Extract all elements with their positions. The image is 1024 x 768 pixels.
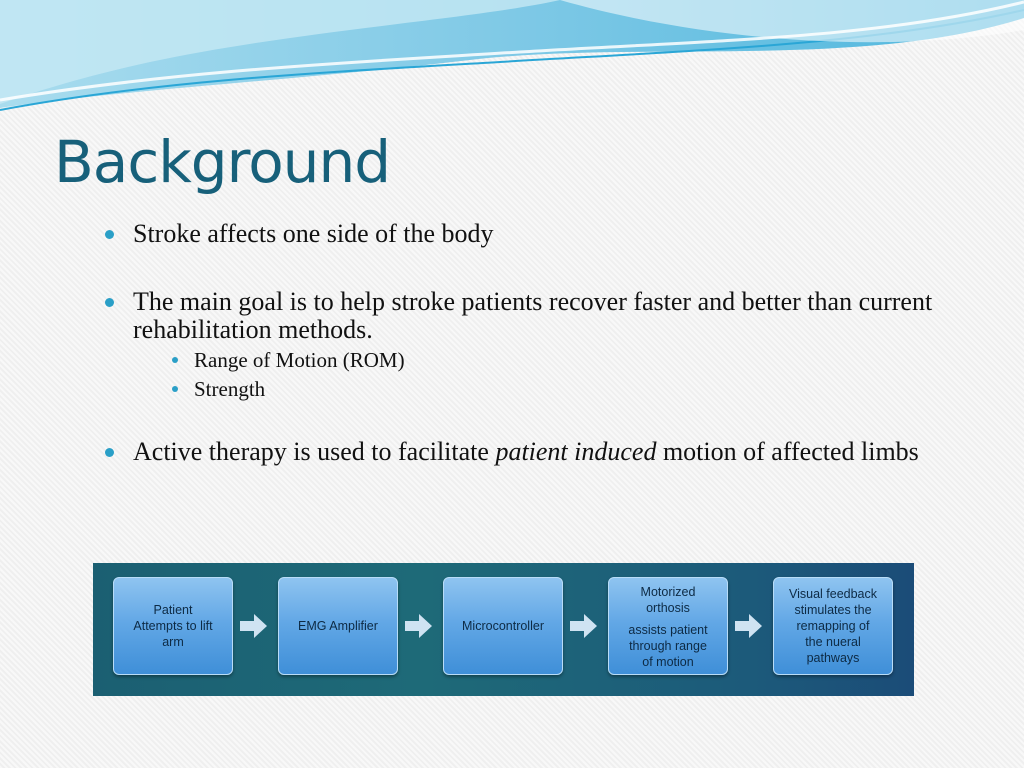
arrow-right-icon [240, 614, 267, 638]
header-wave-decoration [0, 0, 1024, 111]
bullet-text-plain: Active therapy is used to facilitate [133, 437, 496, 466]
flow-step-line: of motion [642, 655, 694, 669]
sub-bullet-dot-icon [172, 386, 178, 392]
flow-step-microcontroller: Microcontroller [443, 577, 563, 675]
sub-bullet-text: Range of Motion (ROM) [194, 348, 405, 372]
flow-step-motorized-orthosis: Motorized orthosis assists patient throu… [608, 577, 728, 675]
flow-step-line: remapping of [796, 619, 870, 633]
flow-step-line: Motorized [640, 585, 696, 599]
arrow-right-icon [570, 614, 597, 638]
flow-step-visual-feedback: Visual feedback stimulates the remapping… [773, 577, 893, 675]
flow-step-line: stimulates the [794, 603, 872, 617]
flow-step-line: Patient [153, 603, 193, 617]
flow-step-line: the nueral [805, 635, 861, 649]
bullet-text: Stroke affects one side of the body [133, 219, 494, 248]
bullet-dot-icon [105, 230, 114, 239]
sub-bullet-dot-icon [172, 357, 178, 363]
arrow-right-icon [735, 614, 762, 638]
bullet-text-italic: patient induced [495, 437, 657, 466]
flow-step-line: pathways [806, 651, 860, 665]
arrow-right-icon [405, 614, 432, 638]
bullet-dot-icon [105, 448, 114, 457]
bullet-text: Active therapy is used to facilitate pat… [133, 438, 933, 466]
bullet-text: The main goal is to help stroke patients… [133, 287, 933, 344]
flow-step-line: Visual feedback [788, 587, 878, 601]
flow-step-line: orthosis [646, 601, 690, 615]
flow-step-line: arm [162, 635, 184, 649]
page-title: Background [54, 128, 391, 196]
flow-step-line: Attempts to lift [133, 619, 213, 633]
flow-step-patient: Patient Attempts to lift arm [113, 577, 233, 675]
flow-step-line: through range [629, 639, 707, 653]
sub-bullet-text: Strength [194, 377, 266, 401]
flow-step-line: Microcontroller [462, 619, 544, 633]
flow-step-line: EMG Amplifier [298, 619, 378, 633]
process-flow-diagram: Patient Attempts to lift arm EMG Amplifi… [93, 563, 914, 696]
bullet-text-plain: motion of affected limbs [656, 437, 919, 466]
flow-step-emg-amplifier: EMG Amplifier [278, 577, 398, 675]
flow-step-line: assists patient [628, 623, 708, 637]
bullet-dot-icon [105, 298, 114, 307]
